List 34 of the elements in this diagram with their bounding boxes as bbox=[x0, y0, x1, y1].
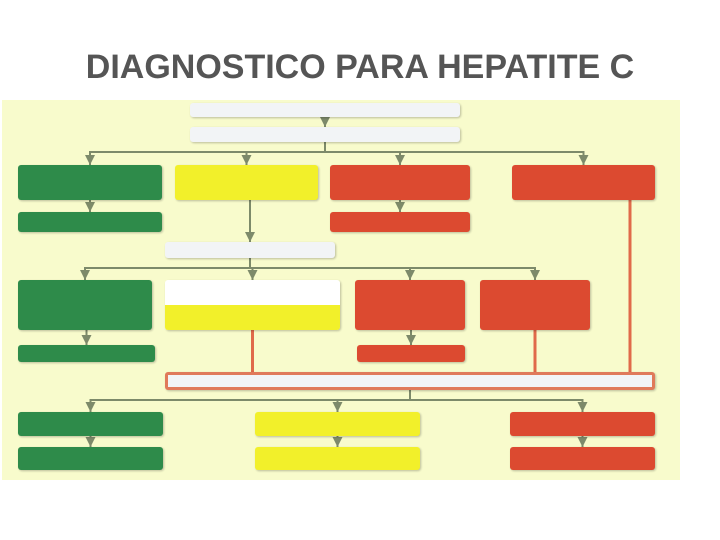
empty-box bbox=[18, 345, 155, 362]
empty-box bbox=[18, 447, 163, 470]
empty-box bbox=[175, 165, 318, 200]
empty-box bbox=[165, 280, 340, 330]
empty-box bbox=[18, 280, 152, 330]
empty-box bbox=[18, 212, 162, 232]
connector-arrow bbox=[409, 390, 588, 412]
connector-arrow bbox=[82, 330, 92, 345]
connector-arrow bbox=[245, 200, 255, 242]
diagram-title: DIAGNOSTICO PARA HEPATITE C bbox=[84, 48, 636, 87]
empty-box bbox=[510, 412, 655, 436]
empty-box bbox=[480, 280, 590, 330]
empty-box bbox=[357, 345, 465, 362]
empty-box bbox=[355, 280, 465, 330]
connector-arrow bbox=[406, 330, 416, 345]
connector-arrow bbox=[578, 436, 588, 447]
empty-box bbox=[255, 447, 420, 470]
empty-box bbox=[510, 447, 655, 470]
empty-box bbox=[18, 412, 163, 436]
empty-box bbox=[512, 165, 655, 200]
empty-box bbox=[190, 127, 460, 142]
empty-box bbox=[330, 165, 470, 200]
connector-arrow bbox=[324, 142, 588, 165]
connector-arrow bbox=[320, 117, 330, 127]
connector-arrow bbox=[86, 436, 96, 447]
empty-box bbox=[255, 412, 420, 436]
connector-arrow bbox=[395, 200, 405, 212]
connector-arrow bbox=[332, 436, 342, 447]
empty-box bbox=[330, 212, 470, 232]
connector-arrow bbox=[85, 200, 95, 212]
empty-box bbox=[190, 103, 460, 117]
empty-box bbox=[165, 372, 655, 390]
empty-box bbox=[165, 242, 335, 258]
empty-box bbox=[18, 165, 162, 200]
